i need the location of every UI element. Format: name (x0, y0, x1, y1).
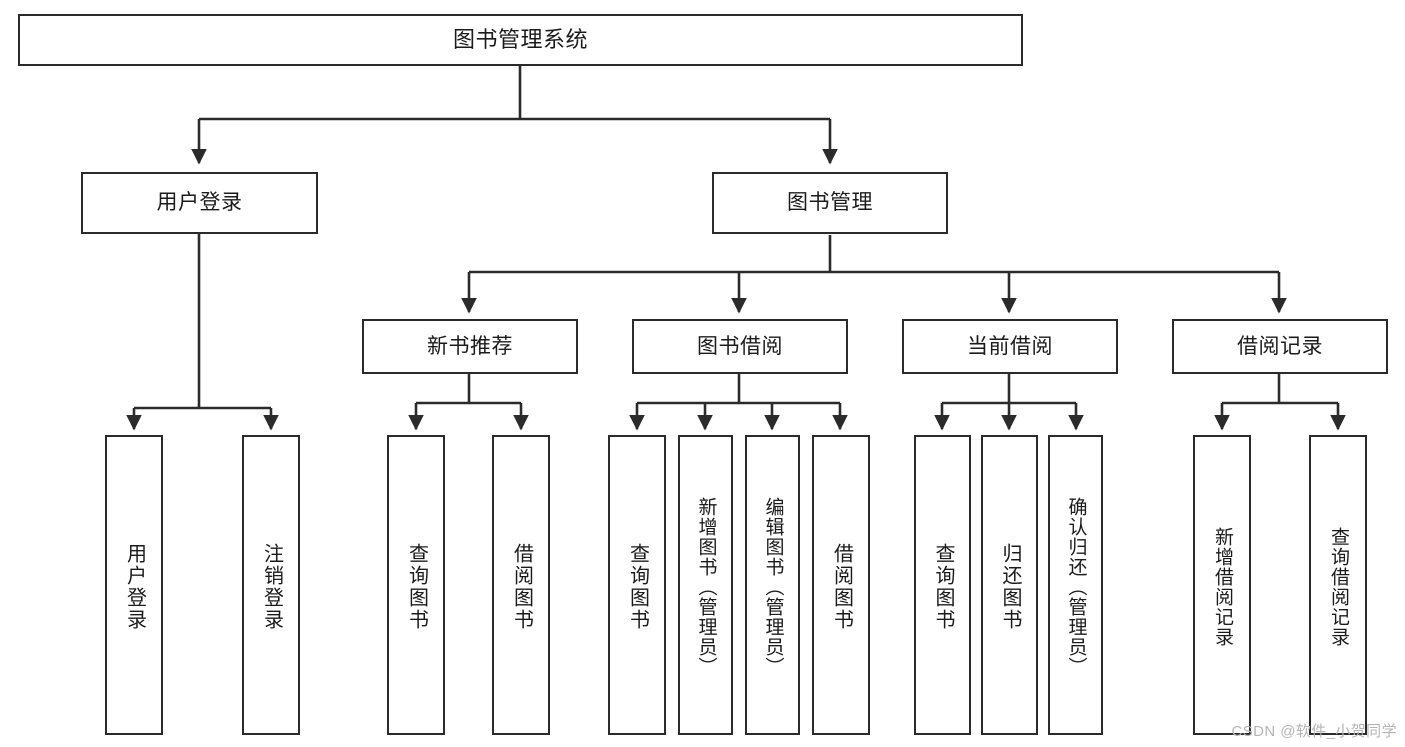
node-leaf-user-login[interactable]: 用户登录 (105, 435, 163, 735)
node-leaf-borrow-book-2-label: 借阅图书 (830, 543, 853, 631)
csdn-watermark: CSDN @软件_小贺同学 (1231, 723, 1397, 740)
node-leaf-query-book-3[interactable]: 查询图书 (914, 435, 971, 735)
node-book-management[interactable]: 图书管理 (712, 172, 948, 234)
node-book-management-label: 图书管理 (787, 191, 873, 215)
node-leaf-return-book-label: 归还图书 (999, 543, 1021, 631)
node-current-borrow[interactable]: 当前借阅 (902, 319, 1118, 374)
node-leaf-return-book[interactable]: 归还图书 (981, 435, 1038, 735)
node-leaf-confirm-return[interactable]: 确认归还（管理员） (1048, 435, 1103, 735)
node-leaf-query-book-2[interactable]: 查询图书 (608, 435, 666, 735)
node-current-borrow-label: 当前借阅 (967, 334, 1053, 358)
node-root-label: 图书管理系统 (452, 26, 588, 52)
node-leaf-borrow-book-2[interactable]: 借阅图书 (812, 435, 870, 735)
node-leaf-query-book-3-label: 查询图书 (932, 543, 954, 631)
node-borrow-record[interactable]: 借阅记录 (1172, 319, 1388, 374)
node-book-borrow[interactable]: 图书借阅 (632, 319, 848, 374)
node-leaf-add-borrow-record-label: 新增借阅记录 (1211, 527, 1233, 647)
node-leaf-edit-book[interactable]: 编辑图书（管理员） (745, 435, 800, 735)
node-root[interactable]: 图书管理系统 (18, 14, 1023, 66)
node-user-login-label: 用户登录 (156, 191, 243, 215)
node-leaf-user-login-label: 用户登录 (123, 543, 146, 631)
node-leaf-add-book[interactable]: 新增图书（管理员） (678, 435, 733, 735)
node-borrow-record-label: 借阅记录 (1237, 334, 1323, 358)
node-leaf-query-borrow-record[interactable]: 查询借阅记录 (1309, 435, 1367, 735)
node-leaf-query-book-1-label: 查询图书 (405, 543, 428, 631)
node-leaf-borrow-book-1[interactable]: 借阅图书 (492, 435, 550, 735)
node-leaf-borrow-book-1-label: 借阅图书 (510, 543, 533, 631)
node-leaf-query-book-2-label: 查询图书 (626, 543, 649, 631)
node-book-borrow-label: 图书借阅 (697, 334, 783, 358)
node-leaf-query-borrow-record-label: 查询借阅记录 (1327, 527, 1349, 647)
node-leaf-logout-login[interactable]: 注销登录 (242, 435, 300, 735)
node-leaf-query-book-1[interactable]: 查询图书 (387, 435, 445, 735)
node-user-login[interactable]: 用户登录 (81, 172, 318, 234)
node-leaf-logout-login-label: 注销登录 (260, 543, 283, 631)
node-new-book-recommend[interactable]: 新书推荐 (362, 319, 578, 374)
node-leaf-confirm-return-label: 确认归还（管理员） (1065, 497, 1087, 677)
node-leaf-add-book-label: 新增图书（管理员） (695, 497, 717, 677)
node-new-book-recommend-label: 新书推荐 (427, 334, 513, 358)
node-leaf-add-borrow-record[interactable]: 新增借阅记录 (1193, 435, 1251, 735)
node-leaf-edit-book-label: 编辑图书（管理员） (762, 497, 784, 677)
